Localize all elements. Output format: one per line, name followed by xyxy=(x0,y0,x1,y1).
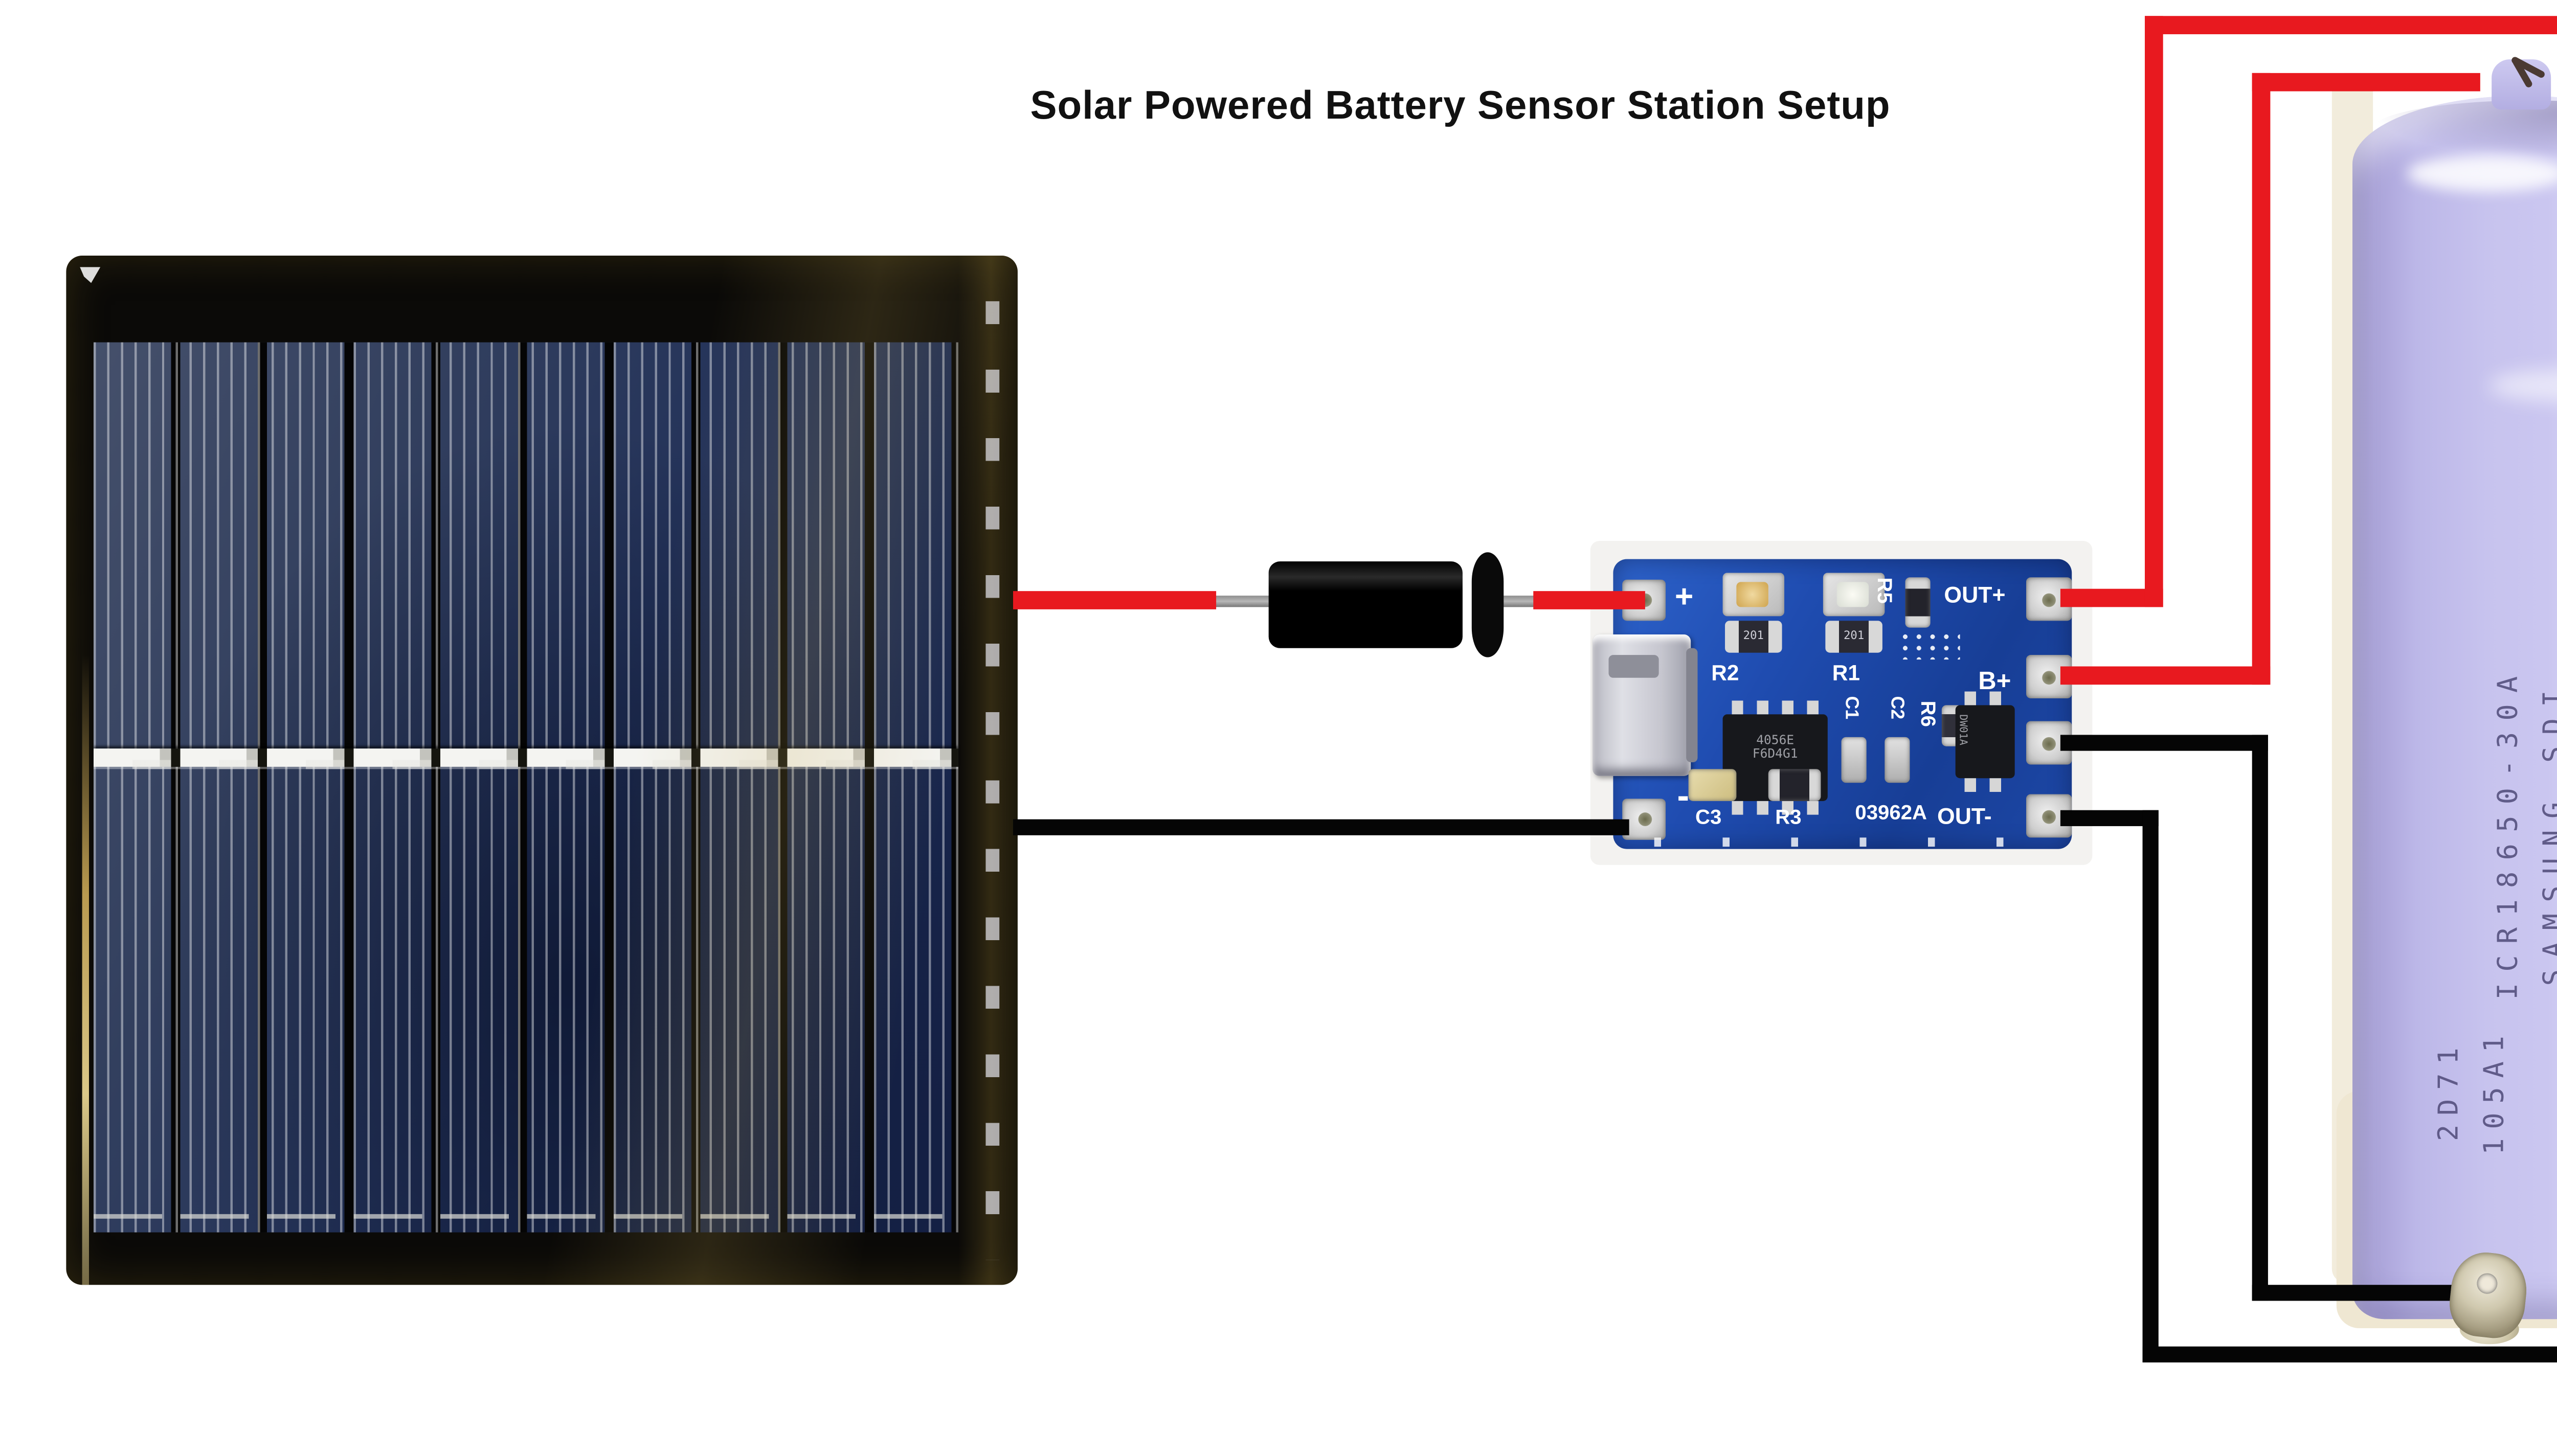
solar-busbar-highlight xyxy=(93,760,958,769)
silk-minus: - xyxy=(1677,778,1690,817)
wire-black-to-battery-negative xyxy=(2252,1285,2480,1301)
silk-plus: + xyxy=(1674,577,1694,614)
silk-dot-grid xyxy=(1900,632,1960,660)
solar-cells xyxy=(93,342,958,1233)
solar-left-glint xyxy=(82,655,89,1285)
battery-marking-model: ICR18650-30A xyxy=(2492,665,2524,1000)
pad-in-minus xyxy=(1622,799,1666,840)
wire-red-panel-to-diode xyxy=(1013,591,1217,609)
capacitor-c2 xyxy=(1885,737,1910,783)
battery-marking-code2: 105A1 xyxy=(2478,1027,2510,1155)
dw01-chip: DW01A xyxy=(1955,691,2015,792)
page-title: Solar Powered Battery Sensor Station Set… xyxy=(1030,82,1891,128)
capacitor-c1 xyxy=(1841,737,1867,783)
solar-sheen xyxy=(66,255,1018,1285)
diode-lead-left xyxy=(1212,596,1276,607)
resistor-201: 201 xyxy=(1825,621,1882,653)
wire-red-diode-to-charger xyxy=(1533,591,1645,609)
diode-lead-right xyxy=(1499,596,1540,607)
wire-red-outplus-up xyxy=(2144,16,2163,607)
silk-c2: C2 xyxy=(1887,696,1908,720)
chip-marking: F6D4G1 xyxy=(1752,748,1798,762)
wire-black-bminus-stub xyxy=(2060,735,2268,751)
solar-bottom-line xyxy=(93,1214,958,1219)
battery-gloss xyxy=(2407,155,2557,192)
charge-led xyxy=(1722,573,1785,617)
chip-marking: DW01A xyxy=(1955,714,1967,745)
resistor-r5 xyxy=(1905,577,1931,628)
resistor-r3 xyxy=(1768,769,1821,801)
wire-black-bminus-down xyxy=(2252,735,2268,1301)
wire-black-outminus-stub xyxy=(2060,810,2159,826)
resistor-201: 201 xyxy=(1725,621,1782,653)
chip-marking: 4056E xyxy=(1756,735,1795,749)
tab-hole xyxy=(2476,1272,2499,1295)
silk-r1: R1 xyxy=(1832,662,1860,687)
silk-b-plus: B+ xyxy=(1978,668,2011,696)
wire-black-outminus-down xyxy=(2142,810,2159,1363)
battery-marking-code: 2D71 xyxy=(2432,1038,2464,1141)
battery-marking-brand: SAMSUNG SDI xyxy=(2537,679,2557,986)
wire-black-panel-to-charger xyxy=(1013,819,1629,835)
capacitor-c3 xyxy=(1688,769,1737,801)
silk-c3: C3 xyxy=(1695,805,1722,829)
silk-c1: C1 xyxy=(1841,696,1862,720)
wire-red-to-battery-positive xyxy=(2252,73,2480,92)
diode-body xyxy=(1268,561,1463,648)
battery-gloss xyxy=(2489,370,2557,402)
silk-r5: R5 xyxy=(1873,577,1896,604)
solar-right-reflections xyxy=(985,301,1000,1260)
solar-panel xyxy=(66,255,1018,1285)
wire-red-bplus-stub xyxy=(2060,666,2271,685)
battery-18650 xyxy=(2352,96,2557,1320)
wire-black-bottom-run xyxy=(2142,1346,2557,1363)
diode-cathode-band xyxy=(1471,552,1504,657)
silk-out-plus: OUT+ xyxy=(1944,584,2006,609)
silk-r2: R2 xyxy=(1711,662,1739,687)
micro-usb-connector xyxy=(1592,634,1698,776)
silk-r6: R6 xyxy=(1916,700,1940,727)
tp4056-charger-board: + - OUT+ B+ B- OUT- 03962A 201 201 R2 R1… xyxy=(1592,559,2072,849)
wire-red-bplus-up xyxy=(2252,73,2271,685)
silk-bottom-ticks xyxy=(1654,837,2043,847)
full-led xyxy=(1823,573,1885,617)
silk-out-minus: OUT- xyxy=(1937,805,1992,831)
silk-board-id: 03962A xyxy=(1855,801,1927,824)
silk-r3: R3 xyxy=(1775,805,1802,829)
wire-red-top-run xyxy=(2144,16,2557,34)
